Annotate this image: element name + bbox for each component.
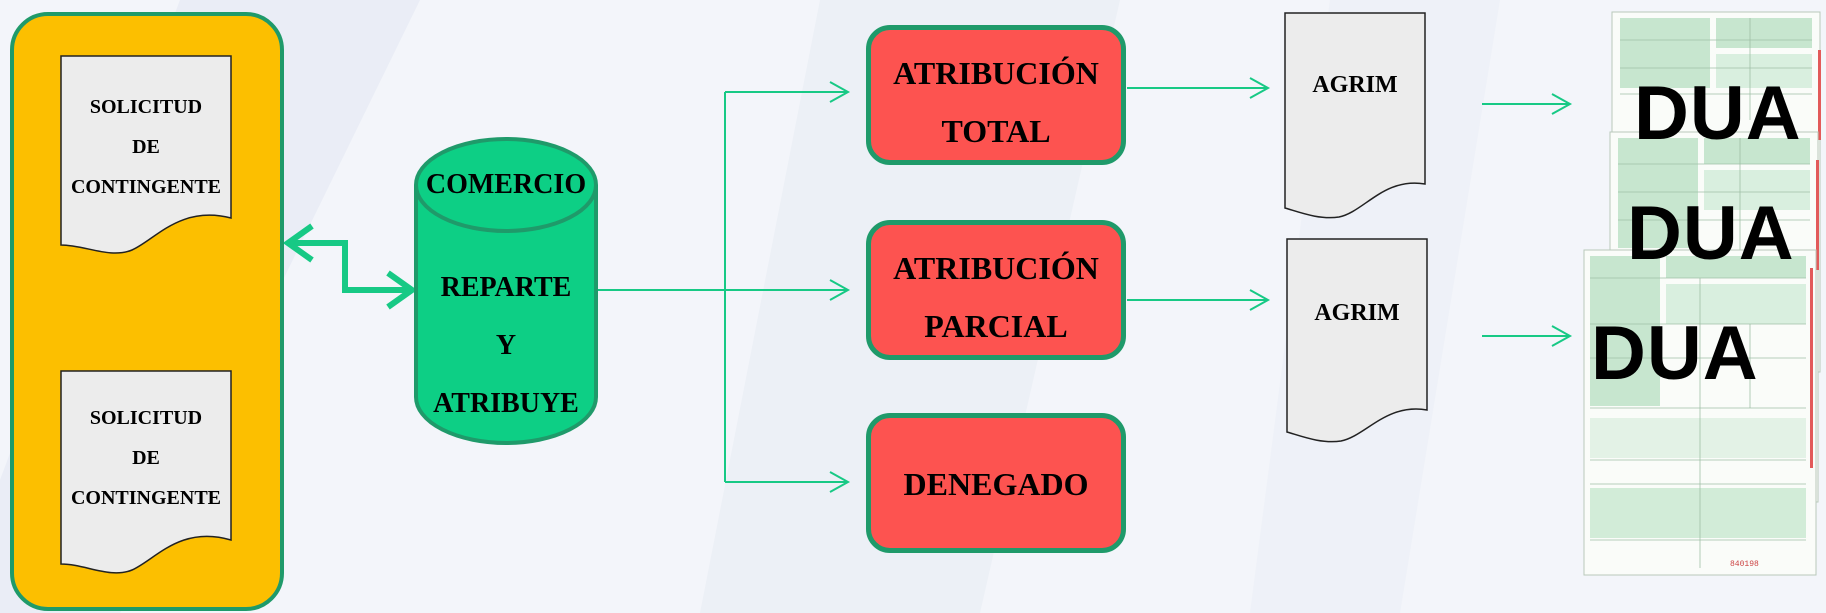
dua-form-image-3: 840198 [1583, 249, 1817, 576]
dua-label: DUA [1634, 71, 1802, 156]
document-shape [1284, 12, 1426, 219]
document-line: CONTINGENTE [70, 487, 222, 509]
database-line: REPARTE [440, 272, 572, 303]
outcome-denied: DENEGADO [866, 413, 1126, 553]
agrim-label: AGRIM [1314, 300, 1400, 326]
dua-label: DUA [1591, 311, 1759, 396]
database-line: ATRIBUYE [433, 388, 579, 419]
agrim-document-2: AGRIM [1286, 238, 1428, 444]
document-shape [1286, 238, 1428, 443]
request-document-2: SOLICITUD DE CONTINGENTE [60, 370, 232, 580]
bidirectional-arrow [282, 223, 418, 310]
outcome-line: DENEGADO [903, 466, 1089, 502]
agrim-label: AGRIM [1312, 72, 1398, 98]
fan-out-lines [598, 81, 851, 493]
outcome-total-attribution: ATRIBUCIÓN TOTAL [866, 25, 1126, 165]
agrim-document-1: AGRIM [1284, 12, 1426, 220]
document-shape [60, 55, 232, 254]
document-line: SOLICITUD [89, 407, 203, 429]
outcome-line: PARCIAL [924, 308, 1068, 344]
database-line: Y [495, 330, 517, 361]
document-shape [60, 370, 232, 574]
dua-label: DUA [1627, 191, 1795, 276]
document-line: CONTINGENTE [70, 176, 222, 198]
agrim-arrows [1127, 77, 1271, 311]
comercio-database: COMERCIO REPARTE Y ATRIBUYE [413, 135, 599, 447]
outcome-line: ATRIBUCIÓN [893, 55, 1099, 91]
document-line: DE [132, 447, 160, 469]
outcome-partial-attribution: ATRIBUCIÓN PARCIAL [866, 220, 1126, 360]
cylinder-shape [414, 137, 598, 445]
document-line: SOLICITUD [89, 96, 203, 118]
svg-text:840198: 840198 [1730, 560, 1759, 569]
dua-arrows [1482, 93, 1573, 347]
request-document-1: SOLICITUD DE CONTINGENTE [60, 55, 232, 260]
outcome-line: ATRIBUCIÓN [893, 250, 1099, 286]
database-title: COMERCIO [425, 169, 587, 200]
outcome-line: TOTAL [941, 113, 1051, 149]
document-line: DE [132, 136, 160, 158]
